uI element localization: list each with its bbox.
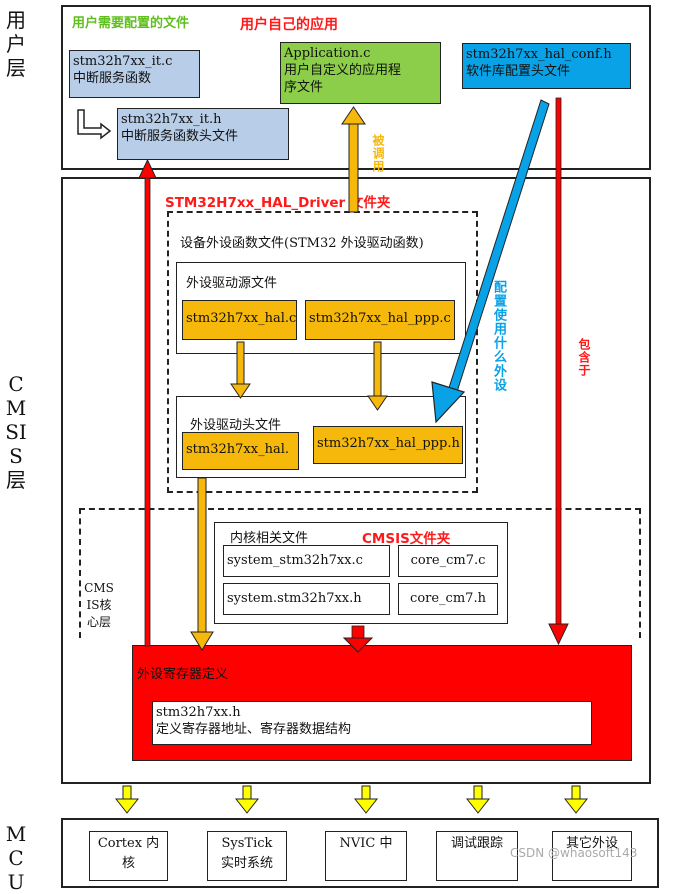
orange-down-arrow-ppp [367,341,388,411]
hal-c-name: stm32h7xx_hal.c [186,311,297,326]
register-def-desc: 定义寄存器地址、寄存器数据结构 [156,722,352,737]
mcu-item-nvic-l2: NVIC 中 [339,836,393,851]
it-h-name: stm32h7xx_it.h [121,112,222,127]
yellow-arrow-2 [234,785,260,814]
core-c-name: core_cm7.c [410,553,486,568]
core-h-name: core_cm7.h [410,591,486,606]
register-def-file: stm32h7xx.h [156,705,241,720]
system-h-name: system.stm32h7xx.h [227,591,362,606]
register-def-file-box: stm32h7xx.h 定义寄存器地址、寄存器数据结构 [152,701,592,745]
hal-conf-box: stm32h7xx_hal_conf.h 软件库配置头文件 [462,43,631,89]
hal-h-name: stm32h7xx_hal. [186,442,289,457]
layer-label-cmsis: CMSIS层 [5,372,27,492]
system-h-box: system.stm32h7xx.h [223,583,390,615]
layer-label-user: 用户层 [5,8,27,80]
layer-label-user-text: 用户层 [6,8,26,80]
cyan-diagonal-arrow [431,99,550,424]
hdr-files-title: 外设驱动头文件 [190,418,282,433]
register-def-title: 外设寄存器定义 [137,667,229,682]
orange-up-arrow-called [341,106,366,213]
application-c-desc-2: 序文件 [284,80,324,95]
contained-label: 包含于 [577,338,591,377]
mcu-item-systick-l2: 实时系统 [220,856,273,871]
cmsis-core-region [79,508,641,638]
src-files-title: 外设驱动源文件 [186,276,278,291]
mcu-item-cortex-l2: 核 [121,856,135,871]
hal-conf-name: stm32h7xx_hal_conf.h [466,47,612,62]
yellow-arrow-1 [114,785,140,814]
watermark: CSDN @whaosoft143 [510,846,638,860]
hal-ppp-c-box: stm32h7xx_hal_ppp.c [305,300,455,340]
layer-label-cmsis-text: CMSIS层 [5,372,27,492]
cmsis-folder-title: CMSIS文件夹 [362,531,451,547]
it-h-desc: 中断服务函数头文件 [121,129,239,144]
yellow-arrow-3 [353,785,379,814]
config-title: 用户需要配置的文件 [72,16,190,31]
called-label: 被调用 [371,134,385,173]
device-files-label: 设备外设函数文件(STM32 外设驱动函数) [180,236,424,251]
core-c-box: core_cm7.c [398,545,498,577]
mcu-item-systick-l1: SysTick [221,836,273,851]
cmsis-core-label-text: CMSIS核心层 [84,581,114,629]
mcu-item-debug-l2: 调试跟踪 [450,836,503,851]
hal-conf-desc: 软件库配置头文件 [466,64,571,79]
system-c-name: system_stm32h7xx.c [227,553,363,568]
application-c-desc-1: 用户自定义的应用程 [284,63,402,78]
it-c-desc: 中断服务函数 [73,71,152,86]
hal-driver-region [167,211,478,493]
red-up-arrow-left [138,158,157,647]
application-c-box: Application.c 用户自定义的应用程 序文件 [280,42,441,104]
hal-ppp-c-name: stm32h7xx_hal_ppp.c [309,311,451,326]
app-title: 用户自己的应用 [240,17,338,33]
it-c-box: stm32h7xx_it.c 中断服务函数 [69,50,200,98]
red-down-arrow-right [548,97,569,646]
orange-down-arrow-to-register [190,477,214,651]
hal-driver-title: STM32H7xx_HAL_Driver 文件夹 [165,195,391,211]
hal-c-box: stm32h7xx_hal.c [182,300,297,340]
it-h-box: stm32h7xx_it.h 中断服务函数头文件 [117,108,289,160]
mcu-item-cortex-l1: Cortex 内 [97,836,160,851]
system-c-box: system_stm32h7xx.c [223,545,390,577]
arrows-layer [77,97,589,814]
bent-arrow-icon [77,109,112,140]
hal-ppp-h-box: stm32h7xx_hal_ppp.h [313,426,463,464]
orange-down-arrow-hal [230,341,251,399]
core-h-box: core_cm7.h [398,583,498,615]
kernel-files-title: 内核相关文件 [230,531,309,546]
yellow-arrow-5 [563,785,589,814]
mcu-item-other-l2: 其它外设 [565,836,618,851]
application-c-name: Application.c [284,46,371,61]
cmsis-core-label: CMSIS核心层 [82,580,116,631]
it-c-name: stm32h7xx_it.c [73,54,173,69]
config-used-label: 配置使用什么外设 [491,280,506,392]
red-down-arrow-kernel [342,625,374,653]
hal-h-box: stm32h7xx_hal. [182,432,299,470]
hal-ppp-h-name: stm32h7xx_hal_ppp.h [317,436,460,451]
yellow-arrow-4 [465,785,491,814]
